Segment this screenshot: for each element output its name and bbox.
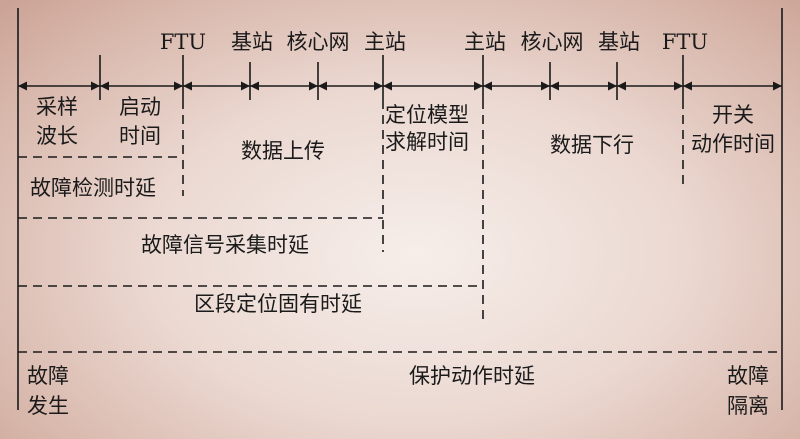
label-fault-occur-line2: 发生: [27, 394, 69, 418]
label-fault-occur-line1: 故障: [27, 364, 69, 388]
label-base-right: 基站: [598, 30, 640, 54]
label-switch-line2: 动作时间: [691, 132, 775, 156]
label-fault-isolate-line1: 故障: [727, 364, 769, 388]
label-master-left: 主站: [364, 30, 406, 54]
label-signal-delay: 故障信号采集时延: [141, 233, 309, 257]
label-core-left: 核心网: [286, 30, 350, 54]
label-switch-line1: 开关: [712, 103, 754, 127]
label-detection-delay: 故障检测时延: [30, 176, 156, 200]
label-protection-delay: 保护动作时延: [409, 364, 535, 388]
label-download: 数据下行: [550, 133, 634, 157]
label-ftu-left: FTU: [159, 30, 207, 54]
label-sampling-line1: 采样: [36, 95, 78, 119]
label-model-line1: 定位模型: [385, 103, 469, 127]
label-master-right: 主站: [464, 30, 506, 54]
label-startup-line1: 启动: [119, 95, 161, 119]
label-fault-isolate-line2: 隔离: [727, 394, 769, 418]
label-ftu-right: FTU: [661, 30, 709, 54]
label-upload: 数据上传: [241, 139, 325, 163]
label-startup-line2: 时间: [119, 124, 161, 148]
label-sampling-line2: 波长: [36, 124, 78, 148]
label-model-line2: 求解时间: [385, 130, 469, 154]
label-core-right: 核心网: [520, 30, 584, 54]
label-base-left: 基站: [231, 30, 273, 54]
label-section-delay: 区段定位固有时延: [194, 292, 362, 316]
